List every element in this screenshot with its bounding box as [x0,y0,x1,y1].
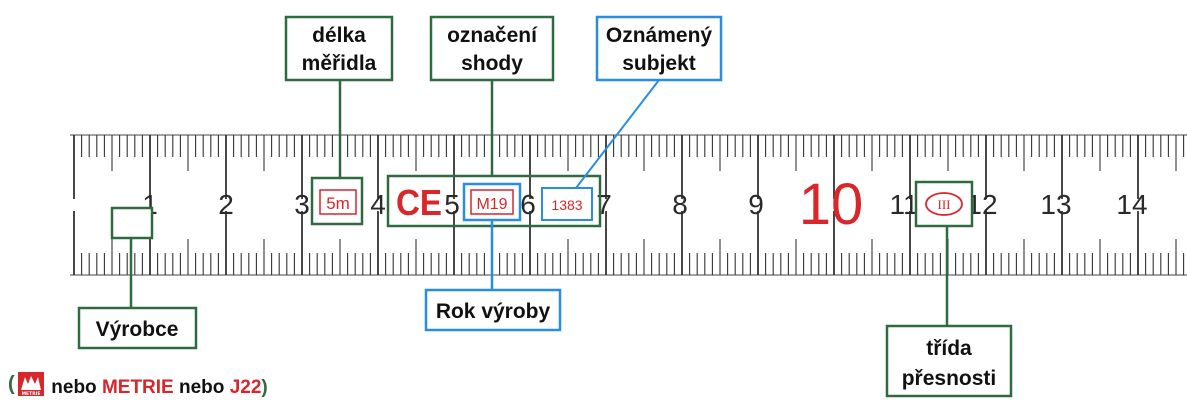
legend-metrie: METRIE [102,377,174,398]
ruler-number: 3 [294,189,310,220]
manufacturer-label: Výrobce [96,318,179,341]
ruler-number: 7 [596,189,612,220]
ruler-number: 5 [444,189,460,220]
year-mark-frame [470,189,514,215]
conformity-label-line1: označení [447,24,538,47]
ruler-number: 4 [370,189,386,220]
class-label-line1: třída [926,337,972,360]
length-label-line2: měřidla [302,52,377,75]
notified-label-line2: subjekt [622,52,696,75]
class-label-line2: přesnosti [902,367,997,390]
year-label: Rok výroby [436,300,551,323]
legend-j22: J22 [230,377,262,398]
length-mark-frame [319,189,357,215]
accuracy-class-mark: III [938,197,951,212]
manufacturer-mark-box [110,206,154,240]
legend-text: nebo METRIE nebo J22) [46,377,268,398]
length-label-box [284,15,394,82]
conformity-label-box [429,15,555,82]
ruler-number: 13 [1040,189,1071,220]
legend-or-2: nebo [174,377,230,398]
legend-or-1: nebo [46,377,102,398]
conformity-label-line2: shody [461,52,523,75]
ruler-number-ten: 10 [799,172,864,237]
manufacturer-label-box [77,306,198,350]
ruler-number: 2 [218,189,234,220]
class-label-box [885,324,1013,398]
manufacturer-legend: ( METRIE nebo METRIE nebo J22) [8,372,268,398]
notified-body-number: 1383 [551,197,582,213]
year-mark: M19 [476,196,507,213]
legend-open-paren: ( [8,373,15,395]
conformity-marking-box [386,174,602,228]
ce-mark-icon: CE [396,182,442,223]
notified-label-line1: Oznámený [606,24,713,47]
ruler-number: 11 [889,189,918,220]
ruler-number: 8 [672,189,688,220]
logo-text: METRIE [22,391,41,397]
metrie-logo-icon: METRIE [18,372,44,397]
ruler-number: 6 [520,189,536,220]
notified-connector [575,79,660,189]
ruler-number: 14 [1116,189,1147,220]
year-label-box [424,288,562,332]
length-mark: 5m [326,194,350,213]
tick-marks [73,135,1185,275]
accuracy-class-oval [925,192,963,216]
ruler-numbers: 1 2 3 4 5 6 7 8 9 11 12 13 14 10 [142,172,1147,237]
notified-label-box [595,15,723,82]
ruler-number: 9 [748,189,764,220]
notified-body-box [541,187,593,221]
length-label-line1: délka [312,24,366,47]
legend-close-paren: ) [261,377,267,398]
